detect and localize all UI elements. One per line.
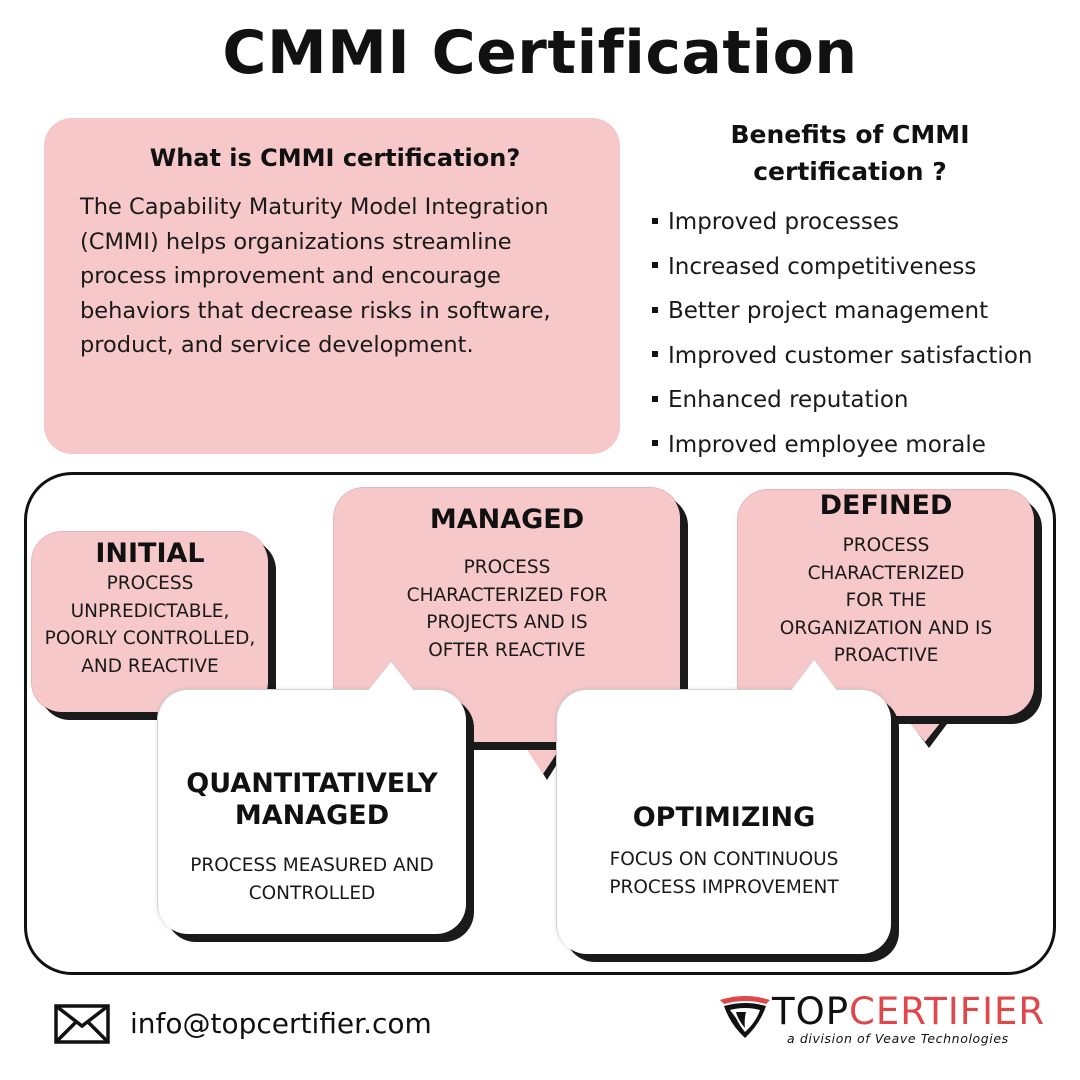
benefits-list: Improved processes Increased competitive… [650,200,1070,467]
level-quantitative-desc: PROCESS MEASURED AND CONTROLLED [158,852,466,907]
benefit-item-label: Improved employee morale [668,431,986,458]
level-quantitatively-managed-bubble: QUANTITATIVELY MANAGED PROCESS MEASURED … [158,690,466,934]
level-managed-title: MANAGED [429,504,585,535]
benefit-item-label: Better project management [668,298,989,324]
benefits-title: Benefits of CMMI certification ? [650,116,1050,190]
benefit-item: Improved customer satisfaction [650,334,1070,379]
benefits-title-line1: Benefits of CMMI [730,120,970,149]
desc-line: UNPREDICTABLE, [70,600,230,622]
level-optimizing-bubble: OPTIMIZING FOCUS ON CONTINUOUS PROCESS I… [557,690,891,954]
benefit-item: Enhanced reputation [650,378,1070,423]
desc-line: PROCESS [106,573,194,594]
defined-bubble-tail-fill [901,712,949,742]
desc-line: AND REACTIVE [81,655,219,677]
level-defined-bubble: DEFINED PROCESS CHARACTERIZED FOR THE OR… [738,490,1034,716]
benefit-item: Improved processes [650,200,1070,245]
desc-line: ORGANIZATION AND IS [779,617,993,639]
optimizing-bubble-tail [790,660,838,692]
level-defined-desc: PROCESS CHARACTERIZED FOR THE ORGANIZATI… [738,532,1034,670]
envelope-icon [54,1004,110,1048]
desc-line: POORLY CONTROLLED, [44,628,256,649]
square-bullet-icon [652,262,658,268]
desc-line: FOR THE [845,590,927,611]
level-managed-desc: PROCESS CHARACTERIZED FOR PROJECTS AND I… [334,554,680,664]
title-line: MANAGED [234,800,390,831]
level-initial-desc: PROCESS UNPREDICTABLE, POORLY CONTROLLED… [32,570,268,680]
level-optimizing-title: OPTIMIZING [632,802,816,833]
benefit-item: Better project management [650,289,1070,334]
level-defined-title: DEFINED [819,490,953,521]
desc-line: PROACTIVE [833,645,939,666]
desc-line: CHARACTERIZED FOR [406,584,608,606]
what-is-cmmi-card: What is CMMI certification? The Capabili… [44,118,620,454]
title-line: QUANTITATIVELY [186,768,438,799]
logo-tagline: a division of Veave Technologies [787,1031,1009,1046]
desc-line: PROCESS IMPROVEMENT [609,876,839,898]
logo-text-certifier: CERTIFIER [849,990,1046,1033]
square-bullet-icon [652,217,658,224]
logo-text-top: TOP [772,990,850,1033]
desc-line: CONTROLLED [248,882,376,904]
quantitative-bubble-tail [367,662,415,692]
contact-email-link[interactable]: info@topcertifier.com [130,1007,432,1040]
level-quantitative-title: QUANTITATIVELY MANAGED [158,768,466,832]
benefit-item: Increased competitiveness [650,245,1070,290]
desc-line: OFTER REACTIVE [428,639,586,661]
desc-line: PROCESS [842,535,930,556]
square-bullet-icon [652,351,658,357]
benefit-item-label: Improved processes [668,209,899,235]
square-bullet-icon [652,395,658,402]
level-initial-title: INITIAL [95,538,205,569]
page-title: CMMI Certification [222,18,858,88]
what-is-cmmi-heading: What is CMMI certification? [149,144,521,172]
square-bullet-icon [652,440,658,446]
desc-line: FOCUS ON CONTINUOUS [609,849,839,870]
square-bullet-icon [652,306,658,313]
desc-line: PROCESS [463,557,551,578]
benefit-item-label: Enhanced reputation [668,387,909,413]
level-initial-bubble: INITIAL PROCESS UNPREDICTABLE, POORLY CO… [32,532,268,712]
desc-line: PROJECTS AND IS [426,612,588,633]
benefit-item: Improved employee morale [650,423,1070,468]
desc-line: CHARACTERIZED [807,562,965,584]
benefits-title-line2: certification ? [753,157,947,186]
desc-line: PROCESS MEASURED AND [190,855,434,876]
what-is-cmmi-body: The Capability Maturity Model Integratio… [80,194,551,358]
benefit-item-label: Improved customer satisfaction [668,342,1033,369]
level-optimizing-desc: FOCUS ON CONTINUOUS PROCESS IMPROVEMENT [557,846,891,901]
topcertifier-logo: TOPCERTIFIER [772,990,1045,1034]
shield-logo-icon [716,994,774,1044]
benefit-item-label: Increased competitiveness [668,253,977,280]
